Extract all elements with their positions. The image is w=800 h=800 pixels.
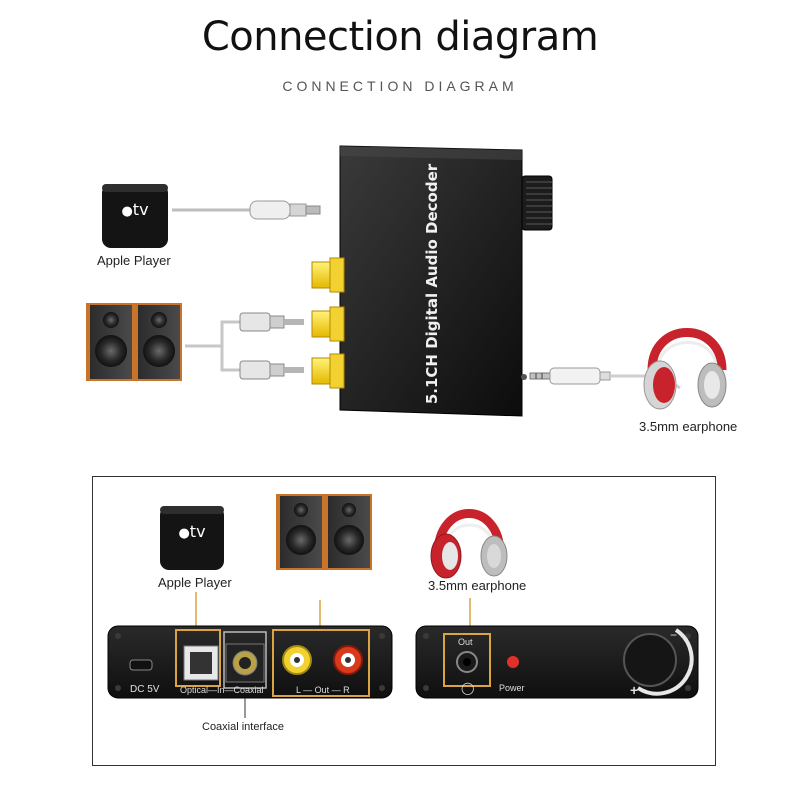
decoder-label: 5.1CH Digital Audio Decoder [423, 163, 441, 405]
rca-socket-3 [311, 353, 345, 389]
page-title: Connection diagram [201, 14, 599, 60]
apple-icon: ● [121, 204, 133, 219]
coaxial-highlight-box [223, 631, 267, 689]
volume-arc [636, 628, 694, 696]
earphone-label-bottom: 3.5mm earphone [428, 578, 527, 593]
page-subtitle: CONNECTION DIAGRAM [282, 78, 518, 94]
out-lr-label: L — Out — R [296, 685, 350, 695]
rca-socket-1 [311, 257, 345, 293]
out-highlight-box [443, 633, 491, 687]
volume-knob [623, 633, 677, 687]
volume-plus-label: + [630, 682, 639, 698]
apple-player-label-bottom: Apple Player [158, 575, 232, 590]
earphone-label-top: 3.5mm earphone [639, 419, 738, 434]
headphone-icon: ◯ [461, 681, 475, 695]
rca-socket-2 [311, 306, 345, 342]
bottom-port-diagram [107, 494, 699, 718]
jack-plug [529, 367, 611, 385]
rca-plug-lower [239, 360, 304, 380]
apple-tv-logo-bottom: ●tv [178, 522, 206, 541]
port-labels: Optical—In—Coaxial [180, 685, 264, 695]
headphones-top [643, 328, 727, 410]
left-decoder-unit [107, 625, 393, 699]
bottom-panel [92, 476, 716, 766]
rca-cable-right [220, 346, 240, 372]
rca-cable-left [185, 320, 240, 348]
apple-tv-top [102, 184, 168, 248]
speakers-top [86, 303, 182, 381]
optical-highlight-box [175, 629, 221, 687]
apple-tv-bottom [160, 506, 224, 570]
power-label: Power [499, 683, 525, 693]
dc-label: DC 5V [130, 684, 160, 695]
out-label: Out [458, 637, 473, 647]
decoder-box [339, 145, 553, 417]
speakers-bottom [276, 494, 372, 570]
rca-plug-upper [239, 312, 304, 332]
apple-tv-logo-top: ●tv [121, 200, 149, 219]
right-decoder-unit [415, 625, 699, 699]
dc-port [129, 659, 153, 671]
apple-player-label-top: Apple Player [97, 253, 171, 268]
apple-icon: ● [178, 526, 190, 541]
top-connection-diagram [86, 145, 727, 417]
optical-plug [249, 200, 321, 220]
volume-minus-label: − [670, 628, 678, 642]
coaxial-callout-label: Coaxial interface [202, 721, 284, 733]
headphones-bottom [430, 509, 508, 579]
power-led [507, 656, 519, 668]
rca-highlight-box [272, 629, 370, 697]
